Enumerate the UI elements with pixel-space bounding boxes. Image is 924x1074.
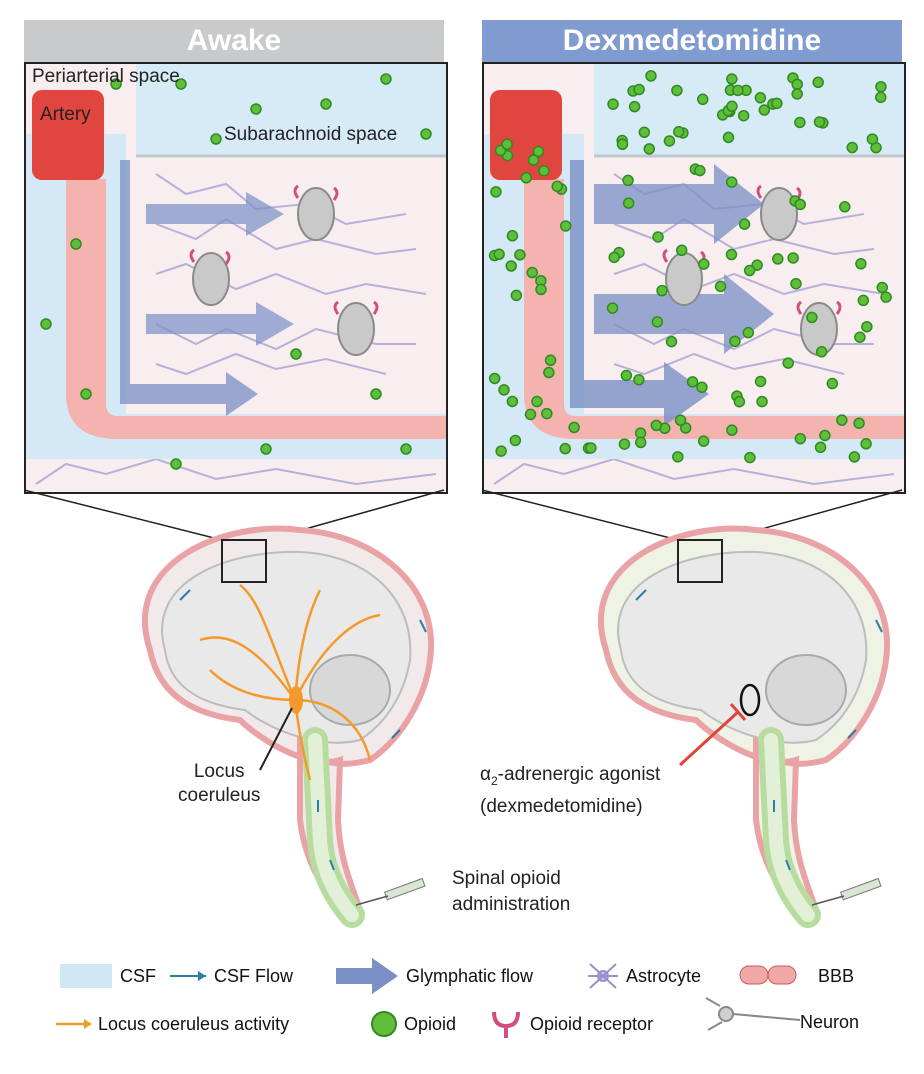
opioid-receptors (189, 184, 379, 315)
spinal-opioid-label: Spinal opioid administration (452, 866, 570, 918)
legend-csf: CSF (120, 966, 156, 986)
csf-flow-arrow-icon (170, 971, 206, 981)
awake-csf-flow-arrows (179, 589, 427, 871)
awake-inset-drawing (26, 64, 446, 492)
artery-label: Artery (40, 104, 91, 125)
awake-title: Awake (186, 24, 282, 57)
dex-opioid-molecules (488, 70, 892, 464)
artery-wall (66, 179, 446, 439)
neurons (192, 187, 375, 356)
neuron-icon (705, 997, 801, 1031)
inhibition-line (678, 710, 740, 767)
astrocyte-icon (588, 963, 618, 989)
legend-glymphatic: Glymphatic flow (406, 966, 534, 986)
legend-neuron: Neuron (800, 1012, 860, 1032)
opioid-icon (371, 1011, 397, 1037)
dex-title: Dexmedetomidine (562, 24, 822, 57)
awake-title-bar: Awake (24, 20, 444, 62)
subarachnoid-space-label: Subarachnoid space (224, 124, 398, 145)
locus-activity-arrow-icon (56, 1019, 92, 1029)
spinal-label-line1: Spinal opioid (452, 868, 561, 889)
glymphatic-arrows (120, 160, 294, 416)
legend-csf-flow: CSF Flow (214, 966, 294, 986)
locus-coeruleus-inhibited (739, 683, 761, 717)
locus-coeruleus-activity (199, 584, 381, 781)
agonist-alpha: α (480, 764, 491, 785)
legend-locus-activity: Locus coeruleus activity (98, 1014, 290, 1034)
legend-opioid: Opioid (404, 1014, 457, 1034)
dex-zoom-box (677, 539, 723, 583)
awake-inset: Periarterial space Artery Subarachnoid s… (24, 62, 448, 494)
csf-swatch-icon (60, 964, 112, 988)
locus-label-line2: coeruleus (178, 785, 261, 806)
astrocyte-network (35, 173, 437, 486)
spinal-label-line2: administration (452, 894, 571, 915)
legend-astrocyte: Astrocyte (626, 966, 702, 986)
agonist-line2: (dexmedetomidine) (480, 795, 643, 817)
awake-syringe (355, 877, 426, 906)
locus-coeruleus-label: Locus coeruleus (178, 760, 260, 808)
legend-bbb: BBB (818, 966, 855, 986)
glymphatic-flow-arrow-icon (336, 958, 398, 994)
dex-inset-drawing (484, 64, 904, 492)
locus-coeruleus-nucleus (289, 686, 303, 714)
agonist-sub: 2 (490, 773, 498, 788)
opioid-receptor-icon (492, 1011, 520, 1038)
awake-zoom-box (221, 539, 267, 583)
agonist-rest: -adrenergic agonist (497, 764, 661, 785)
dex-inset (482, 62, 906, 494)
bbb-icon (739, 965, 797, 985)
agonist-label: α2-adrenergic agonist (dexmedetomidine) (480, 762, 660, 820)
dex-title-bar: Dexmedetomidine (482, 20, 902, 62)
legend-opioid-receptor: Opioid receptor (530, 1014, 654, 1034)
locus-label-line1: Locus (193, 761, 245, 782)
subarachnoid-space (136, 64, 446, 156)
artery-vessel (32, 90, 104, 180)
periarterial-space-label: Periarterial space (32, 66, 180, 87)
opioid-molecules (40, 73, 432, 470)
